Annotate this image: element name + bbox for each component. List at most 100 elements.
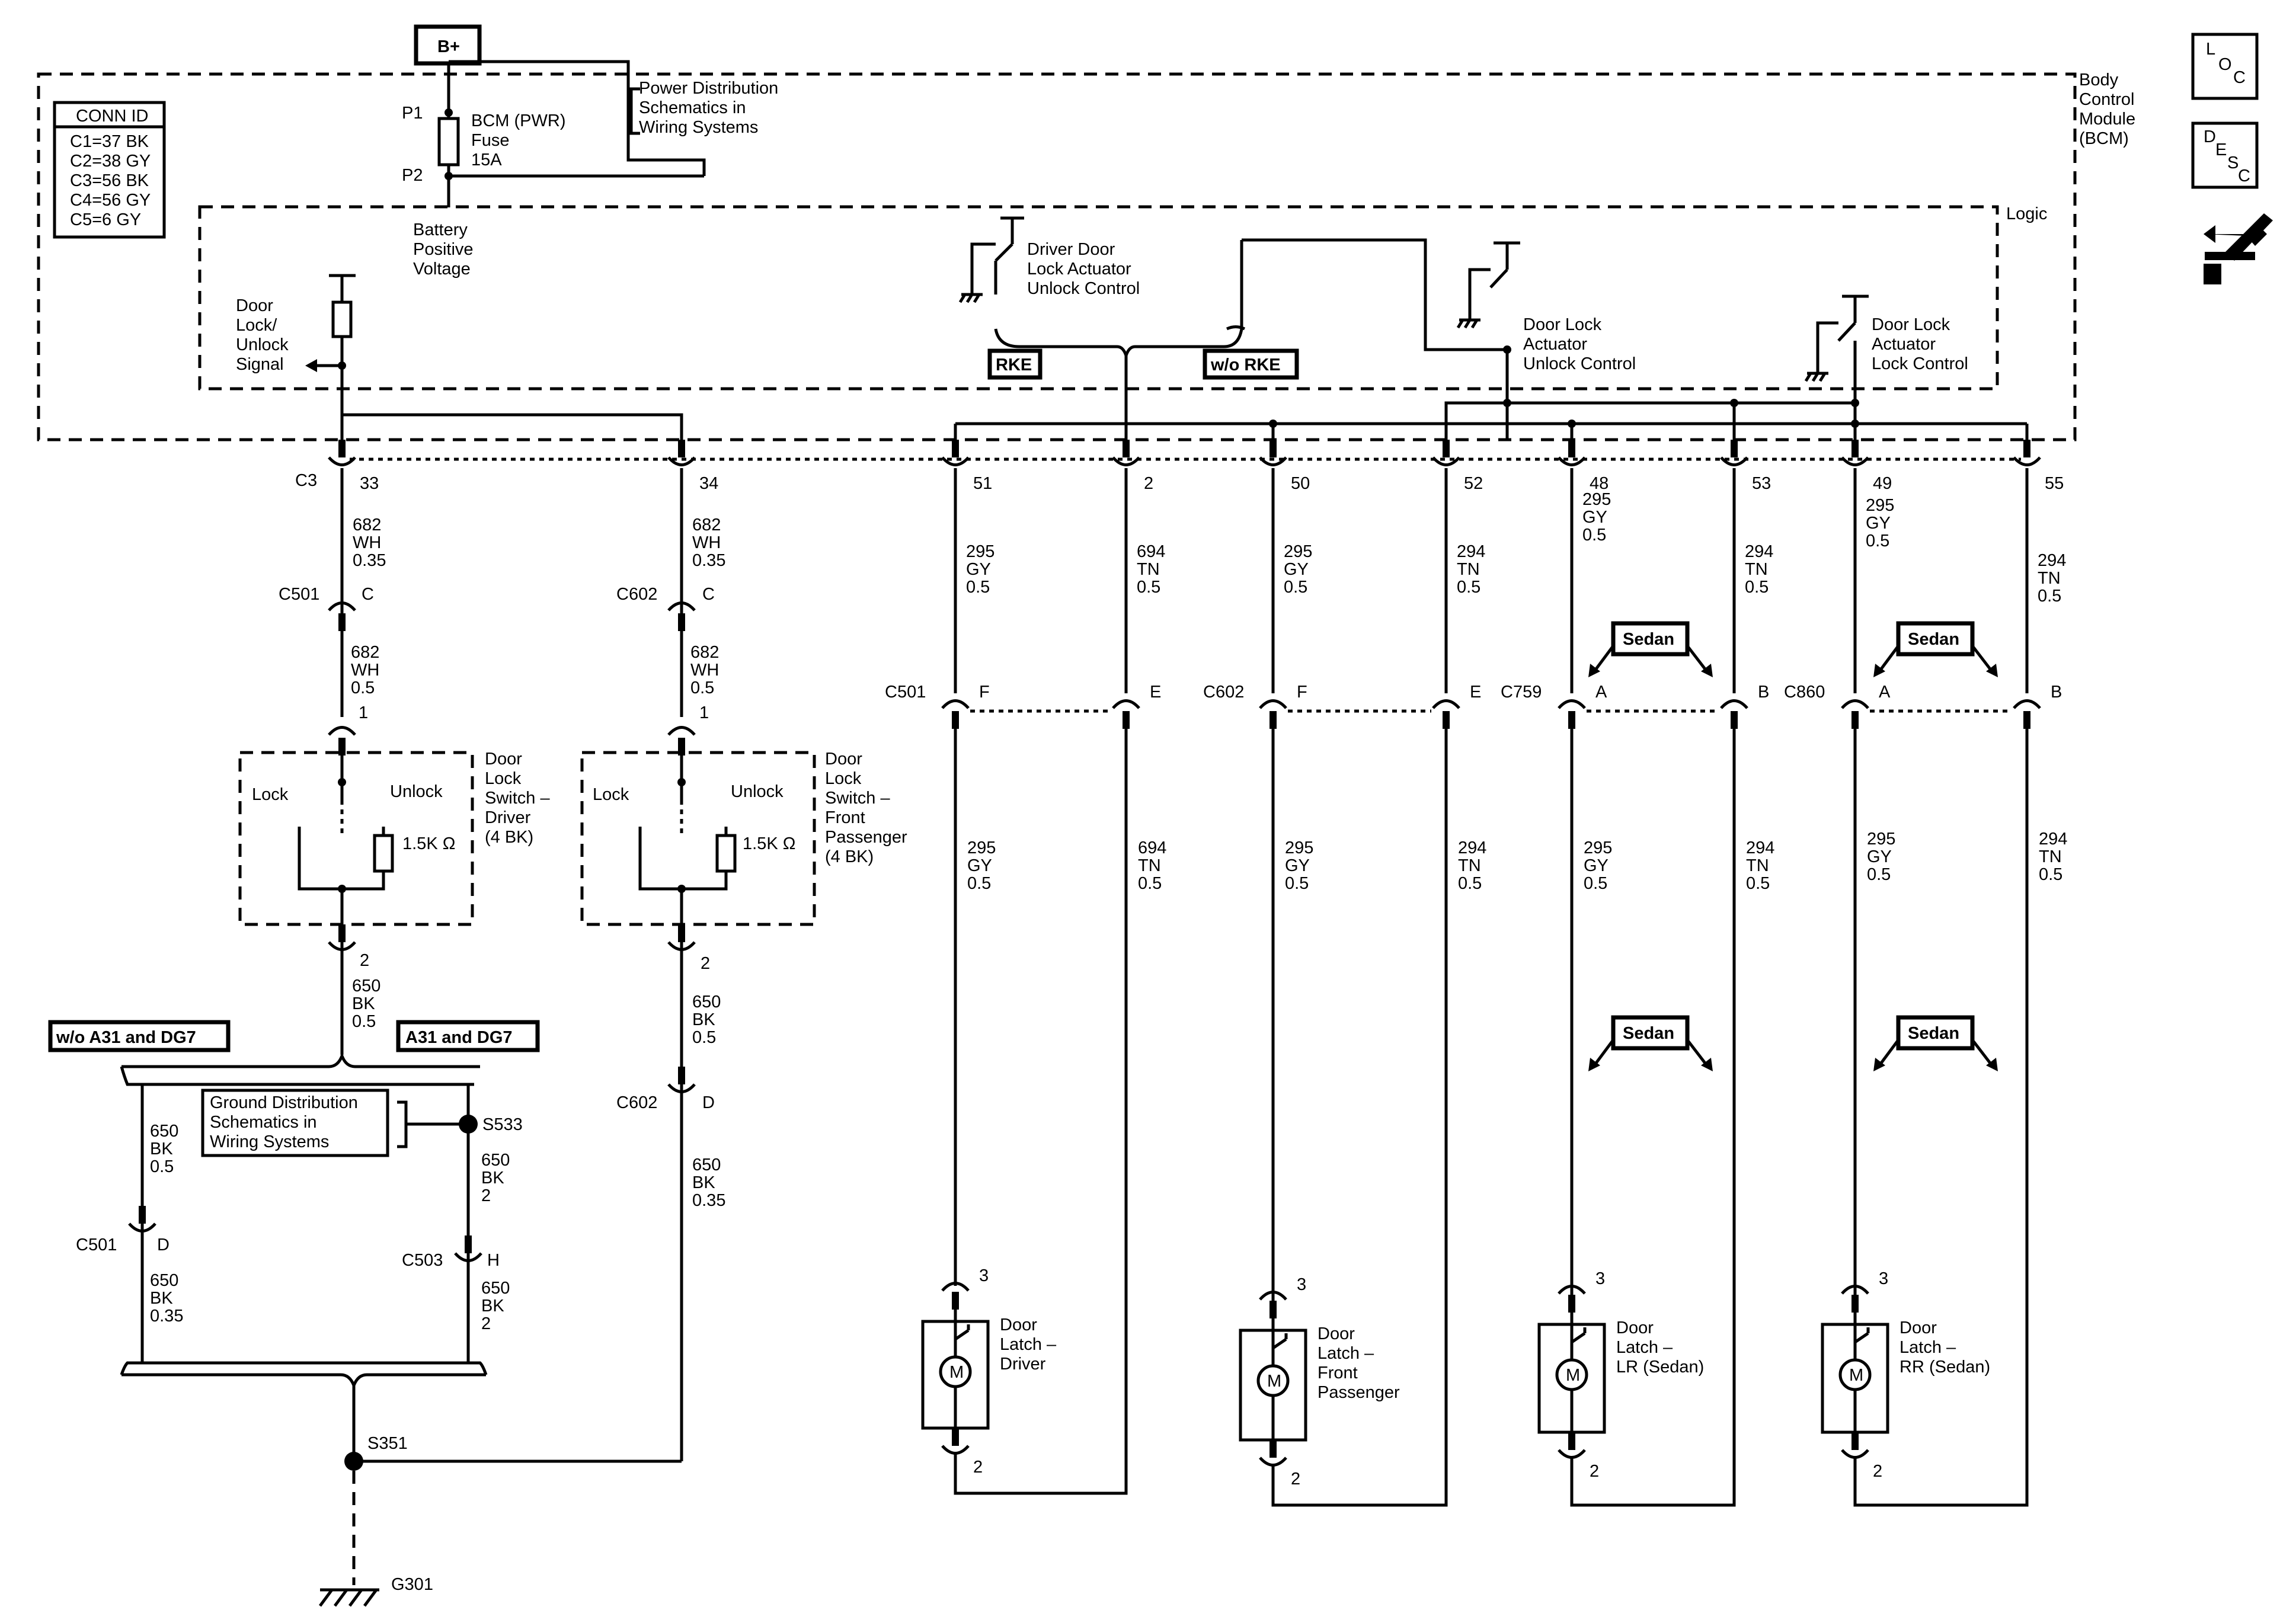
fuse-p1: P1 — [402, 104, 423, 123]
connector-swap-icon[interactable] — [2204, 213, 2273, 284]
bplus-box — [414, 24, 482, 66]
wire-spec: 682 — [353, 516, 381, 534]
sedan-marker: Sedan — [1873, 1015, 1998, 1071]
latch-pin-bottom: 2 — [973, 1458, 983, 1477]
wire-spec: GY — [1866, 514, 1891, 533]
driver-wire2-c: 0.5 — [351, 678, 375, 697]
rke-box — [987, 348, 1043, 380]
latch-label: Door — [1318, 1324, 1355, 1343]
pin-number: 53 — [1752, 474, 1771, 493]
wire-spec: WH — [353, 533, 381, 552]
latch-label: LR (Sedan) — [1616, 1358, 1704, 1377]
left-wire-a-2: BK — [150, 1140, 173, 1158]
door-latches: 295GY0.5694TN0.5295GY0.5294TN0.5295GY0.5… — [921, 729, 2067, 1507]
latch-label: Door — [1900, 1318, 1937, 1337]
logic-ground-icon — [1456, 318, 1480, 329]
sedan-marker: Sedan — [1588, 1015, 1713, 1071]
pass-c602b: C602 — [616, 1093, 657, 1112]
pass-wire3-a: 650 — [692, 993, 721, 1012]
right-wire-a-2: BK — [481, 1169, 504, 1188]
option-with — [396, 1020, 540, 1052]
wire-spec: TN — [1137, 560, 1160, 579]
pass-switch-3: Switch – — [825, 789, 890, 808]
latch-switch — [1571, 1331, 1586, 1344]
latch-pin-top: 3 — [1879, 1269, 1888, 1288]
latch-pin-bottom: 2 — [1590, 1462, 1599, 1481]
connector-pin: E — [1150, 683, 1161, 702]
wire-spec: GY — [1867, 847, 1892, 866]
wire-spec: GY — [1582, 508, 1607, 527]
wo-rke-box — [1203, 348, 1299, 380]
conn-id-row: C1=37 BK — [70, 132, 149, 151]
driver-unlock-switch — [994, 243, 1013, 262]
driver-unlock-label: Unlock — [390, 782, 443, 801]
sedan-label: Sedan — [1623, 1024, 1674, 1043]
pass-wire2-c: 0.5 — [690, 678, 714, 697]
wire-spec: 0.5 — [1582, 526, 1606, 545]
power-ref-3: Wiring Systems — [639, 118, 758, 137]
ground-ref-3: Wiring Systems — [210, 1132, 329, 1151]
sedan-label: Sedan — [1908, 1024, 1959, 1043]
left-c501-pin: D — [157, 1235, 170, 1254]
pass-c602-pin: C — [702, 585, 715, 604]
fuse-icon — [437, 117, 460, 167]
ground-ref-box — [201, 1089, 389, 1157]
driver-switch-3: Switch – — [485, 789, 550, 808]
wire-spec: 295 — [967, 838, 996, 857]
wire-spec: 294 — [1745, 542, 1773, 561]
wire-spec: GY — [966, 560, 991, 579]
sedan-label: Sedan — [1908, 630, 1959, 649]
conn-id-row: C4=56 GY — [70, 191, 151, 210]
connector-pin: A — [1595, 683, 1607, 702]
lock-control-switch — [1837, 322, 1856, 342]
wire-spec: TN — [2038, 569, 2061, 588]
lock-control-1: Door Lock — [1872, 315, 1950, 334]
desc-letter: E — [2215, 140, 2227, 159]
wire-spec: 0.5 — [1745, 578, 1769, 597]
pass-wire4-b: BK — [692, 1173, 715, 1192]
driver-switch-4: Driver — [485, 808, 531, 827]
power-ref-1: Power Distribution — [639, 79, 778, 98]
pin-number: 34 — [699, 474, 718, 493]
wire-spec: 0.5 — [1137, 578, 1160, 597]
wire-spec: 294 — [1746, 838, 1774, 857]
wire-spec: 294 — [1458, 838, 1486, 857]
driver-wire3-a: 650 — [352, 977, 380, 996]
wire-spec: 0.5 — [2038, 587, 2061, 606]
wire-spec: 295 — [1866, 496, 1894, 515]
signal-label-3: Unlock — [236, 335, 289, 354]
driver-lock-label: Lock — [252, 785, 289, 804]
lock-control-3: Lock Control — [1872, 354, 1968, 373]
pass-switch-6: (4 BK) — [825, 847, 874, 866]
left-c501: C501 — [76, 1235, 117, 1254]
loc-icon[interactable]: L O C — [2191, 33, 2259, 100]
desc-icon[interactable]: D E S C — [2191, 121, 2259, 189]
s351-label: S351 — [367, 1434, 408, 1453]
latch-pin-top: 3 — [1595, 1269, 1605, 1288]
fuse-line-3: 15A — [471, 151, 502, 169]
bcm-label-1: Body — [2079, 71, 2119, 89]
unlock-control-2: Actuator — [1523, 335, 1587, 354]
latch-label: Door — [1000, 1315, 1037, 1334]
option-without — [48, 1020, 231, 1052]
wire-spec: 682 — [692, 516, 721, 534]
right-c503: C503 — [402, 1251, 443, 1270]
wire-spec: 0.5 — [1284, 578, 1307, 597]
motor-label: M — [1849, 1366, 1863, 1385]
driver-c501: C501 — [279, 585, 319, 604]
fuse-p2: P2 — [402, 166, 423, 185]
sedan-marker: Sedan — [1873, 621, 1998, 677]
latch-label: Front — [1318, 1363, 1358, 1382]
left-wire-b-3: 0.35 — [150, 1307, 183, 1326]
wire-spec: TN — [1138, 856, 1161, 875]
option-without-label: w/o A31 and DG7 — [56, 1028, 196, 1047]
pin-number: 48 — [1590, 474, 1609, 493]
pass-resistor-label: 1.5K Ω — [743, 834, 795, 853]
s533-splice — [459, 1115, 478, 1134]
